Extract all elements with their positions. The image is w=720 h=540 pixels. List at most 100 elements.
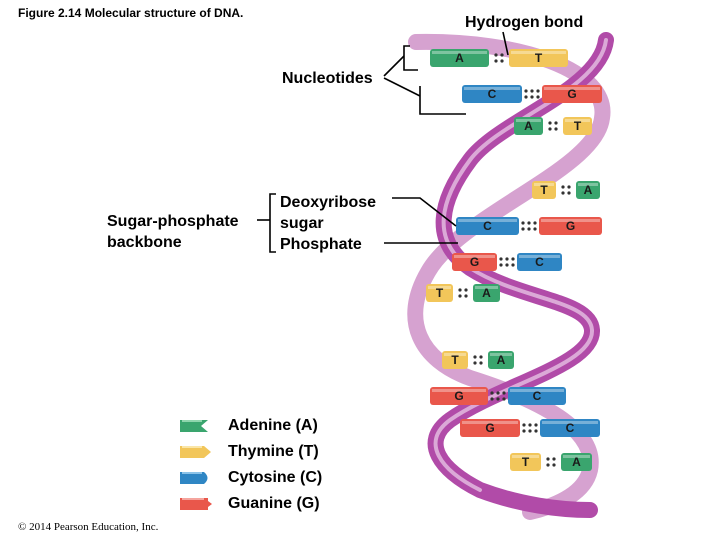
- backbone-label-line-2: backbone: [107, 234, 182, 251]
- hydrogen-bond-dot: [505, 257, 509, 261]
- hydrogen-bond-dot: [521, 227, 525, 231]
- hydrogen-bond-dot: [464, 288, 468, 292]
- hydrogen-bond-dot: [554, 127, 558, 131]
- hydrogen-bond-dot: [536, 95, 540, 99]
- hydrogen-bond-dot: [533, 227, 537, 231]
- cytosine-base: [540, 419, 600, 437]
- base-letter: T: [451, 353, 459, 367]
- hydrogen-bond-dot: [464, 294, 468, 298]
- hydrogen-bond-dot: [567, 185, 571, 189]
- cytosine-base: [456, 217, 519, 235]
- hydrogen-bond-dot: [536, 89, 540, 93]
- base-sheen: [458, 219, 517, 222]
- legend-label-adenine: Adenine (A): [228, 417, 318, 434]
- hydrogen-bond-dot: [522, 423, 526, 427]
- hydrogen-bond-dot: [554, 121, 558, 125]
- adenine-base: [561, 453, 592, 471]
- base-sheen: [428, 286, 451, 289]
- legend-label-thymine: Thymine (T): [228, 443, 319, 460]
- hydrogen-bond-dot: [552, 457, 556, 461]
- base-sheen: [516, 119, 541, 122]
- base-sheen: [432, 51, 487, 54]
- hydrogen-bond-dot: [524, 95, 528, 99]
- backbone-components-label: Deoxyribose sugar Phosphate: [280, 192, 376, 255]
- hydrogen-bond-dot: [511, 263, 515, 267]
- hydrogen-bond-dot: [530, 95, 534, 99]
- deoxyribose-label: Deoxyribose: [280, 194, 377, 211]
- base-sheen: [563, 455, 590, 458]
- base-sheen: [464, 87, 520, 90]
- guanine-base: [539, 217, 602, 235]
- hydrogen-bond-dot: [490, 391, 494, 395]
- hydrogen-bond-dot: [527, 221, 531, 225]
- base-sheen: [432, 389, 486, 392]
- hydrogen-bond-dot: [479, 361, 483, 365]
- nucleotides-pointer-b: [383, 77, 421, 97]
- legend-row-adenine: Adenine (A): [180, 415, 318, 437]
- base-sheen: [578, 183, 598, 186]
- hydrogen-bond-dot: [548, 121, 552, 125]
- hydrogen-bond-dot: [499, 257, 503, 261]
- hydrogen-bond-dot: [500, 59, 504, 63]
- guanine-base: [430, 387, 488, 405]
- thymine-base: [426, 284, 453, 302]
- hydrogen-bond-dot: [511, 257, 515, 261]
- hydrogen-bond-dot: [458, 294, 462, 298]
- base-letter: G: [454, 389, 463, 403]
- legend-row-cytosine: Cytosine (C): [180, 467, 322, 489]
- base-letter: T: [436, 286, 444, 300]
- adenine-base: [576, 181, 600, 199]
- base-letter: A: [497, 353, 506, 367]
- adenine-icon: [180, 420, 208, 432]
- base-sheen: [534, 183, 554, 186]
- hydrogen-bond-dot: [546, 457, 550, 461]
- backbone-label-line-1: Sugar-phosphate: [107, 213, 239, 230]
- base-letter: T: [574, 119, 582, 133]
- base-letter: A: [584, 183, 593, 197]
- cytosine-base: [462, 85, 522, 103]
- guanine-base: [452, 253, 497, 271]
- base-letter: T: [540, 183, 548, 197]
- hydrogen-bond-dot: [534, 423, 538, 427]
- hydrogen-bond-dot: [561, 185, 565, 189]
- base-letter: G: [566, 219, 575, 233]
- hydrogen-bond-dot: [567, 191, 571, 195]
- legend-row-guanine: Guanine (G): [180, 493, 320, 515]
- base-sheen: [565, 119, 590, 122]
- hydrogen-bond-dot: [496, 391, 500, 395]
- thymine-base: [510, 453, 541, 471]
- cytosine-base: [508, 387, 566, 405]
- copyright-credit: © 2014 Pearson Education, Inc.: [18, 521, 159, 533]
- hydrogen-bond-dot: [479, 355, 483, 359]
- base-sheen: [512, 455, 539, 458]
- base-letter: G: [567, 87, 576, 101]
- base-sheen: [511, 51, 566, 54]
- hydrogen-bond-dot: [502, 397, 506, 401]
- thymine-base: [509, 49, 568, 67]
- base-letter: G: [485, 421, 494, 435]
- base-letter: G: [470, 255, 479, 269]
- hbond-pointer-line: [502, 31, 509, 56]
- base-sheen: [510, 389, 564, 392]
- hydrogen-bond-dot: [458, 288, 462, 292]
- hydrogen-bond-dot: [473, 355, 477, 359]
- thymine-base: [532, 181, 556, 199]
- base-sheen: [519, 255, 560, 258]
- hydrogen-bond-dot: [533, 221, 537, 225]
- hydrogen-bond-dot: [524, 89, 528, 93]
- hydrogen-bond-dot: [496, 397, 500, 401]
- hydrogen-bond-dot: [490, 397, 494, 401]
- hydrogen-bond-dot: [528, 423, 532, 427]
- base-letter: A: [524, 119, 533, 133]
- base-letter: C: [533, 389, 542, 403]
- base-sheen: [490, 353, 512, 356]
- hydrogen-bond-label: Hydrogen bond: [465, 14, 584, 31]
